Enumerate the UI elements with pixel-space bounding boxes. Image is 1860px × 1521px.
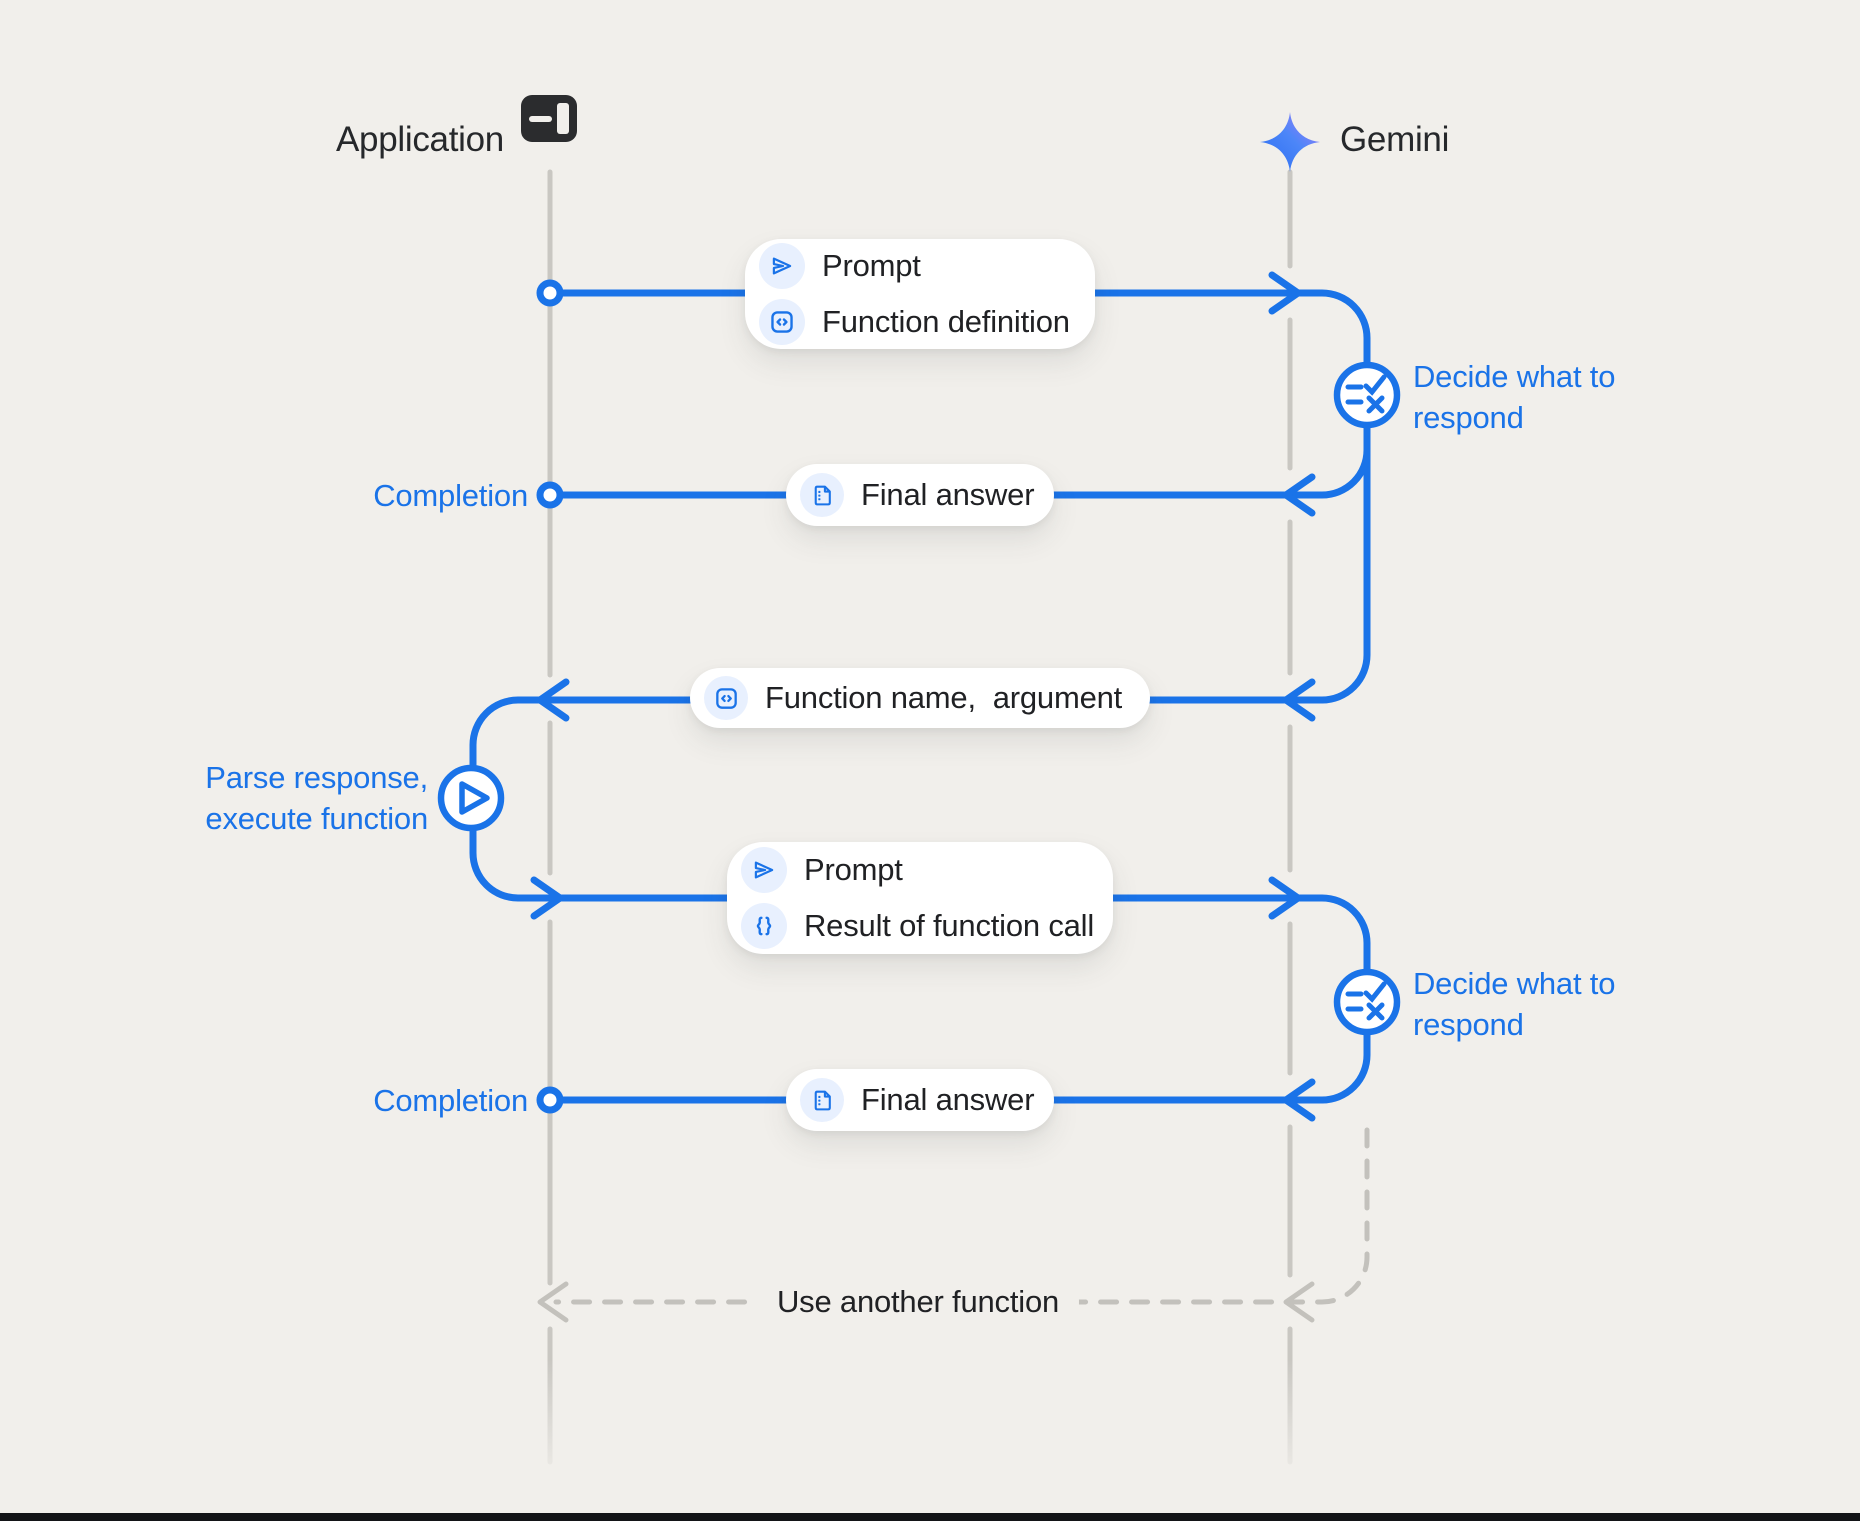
- completion-node-2: [536, 1086, 564, 1114]
- document-icon: [800, 473, 844, 517]
- rule-icon: [1345, 374, 1387, 414]
- bottom-edge-bar: [0, 1513, 1860, 1521]
- use-another-function-label: Use another function: [756, 1280, 1080, 1324]
- arrowhead-left-fncall-gemini: [1282, 678, 1316, 722]
- arrowhead-right-prompt2-gemini: [1268, 876, 1302, 920]
- parse-execute-node: [437, 764, 505, 832]
- braces-icon: [741, 903, 787, 949]
- flow-prompt1: [555, 289, 1371, 704]
- decide-label-1: Decide what to respond: [1413, 359, 1616, 435]
- dashed-arrowhead-gemini: [1283, 1281, 1315, 1323]
- arrowhead-left-final2: [1282, 1078, 1316, 1122]
- message-label: Final answer: [861, 477, 1035, 512]
- row-function-definition: Function definition: [759, 299, 1071, 345]
- dashed-arrowhead-application: [537, 1281, 569, 1323]
- document-icon: [800, 1078, 844, 1122]
- app-window-icon: [521, 95, 577, 147]
- message-label: Result of function call: [804, 908, 1095, 943]
- arrowhead-right-prompt1: [1268, 271, 1302, 315]
- message-label: Prompt: [822, 248, 921, 283]
- arrowhead-right-prompt2-app: [530, 876, 564, 920]
- dashed-loop-line: [553, 1127, 1370, 1305]
- use-another-function-path: [537, 1127, 1370, 1323]
- send-icon: [741, 847, 787, 893]
- message-final-answer-2: Final answer: [786, 1069, 1054, 1131]
- message-label: Prompt: [804, 852, 903, 887]
- row-prompt: Prompt: [741, 847, 1089, 893]
- decide-node-1: [1333, 361, 1401, 429]
- code-box-icon: [704, 676, 748, 720]
- code-box-icon: [759, 299, 805, 345]
- arrowhead-left-final1: [1282, 473, 1316, 517]
- message-function-name-argument: Function name, argument: [690, 668, 1150, 728]
- start-node-prompt1: [536, 279, 564, 307]
- application-title: Application: [336, 120, 504, 159]
- message-prompt-result: Prompt Result of function call: [727, 842, 1113, 954]
- gemini-title: Gemini: [1340, 120, 1450, 159]
- completion-label-1: Completion: [373, 478, 528, 513]
- gemini-spark-icon: [1258, 110, 1322, 179]
- row-result-of-function-call: Result of function call: [741, 903, 1094, 949]
- row-function-name: Function name, argument: [704, 676, 1126, 720]
- decide-node-2: [1333, 968, 1401, 1036]
- message-prompt-function-definition: Prompt Function definition: [745, 239, 1095, 349]
- message-label: Final answer: [861, 1082, 1035, 1117]
- parse-execute-label: Parse response, execute function: [205, 760, 428, 836]
- lifeline-fade: [0, 1360, 1860, 1490]
- completion-node-1: [536, 481, 564, 509]
- send-icon: [759, 243, 805, 289]
- decide-label-2: Decide what to respond: [1413, 966, 1616, 1042]
- message-final-answer-1: Final answer: [786, 464, 1054, 526]
- row-prompt: Prompt: [759, 243, 1071, 289]
- message-label: Function name, argument: [765, 680, 1123, 715]
- flow-final-answer-1: [555, 446, 1371, 499]
- row-final-answer: Final answer: [800, 1078, 1035, 1122]
- message-label: Function definition: [822, 304, 1070, 339]
- lifelines: [547, 169, 1293, 1465]
- play-icon: [459, 781, 490, 815]
- arrowhead-left-fncall-app: [536, 678, 570, 722]
- endpoint-circles: [536, 279, 564, 1114]
- completion-label-2: Completion: [373, 1083, 528, 1118]
- row-final-answer: Final answer: [800, 473, 1035, 517]
- rule-icon: [1345, 981, 1387, 1021]
